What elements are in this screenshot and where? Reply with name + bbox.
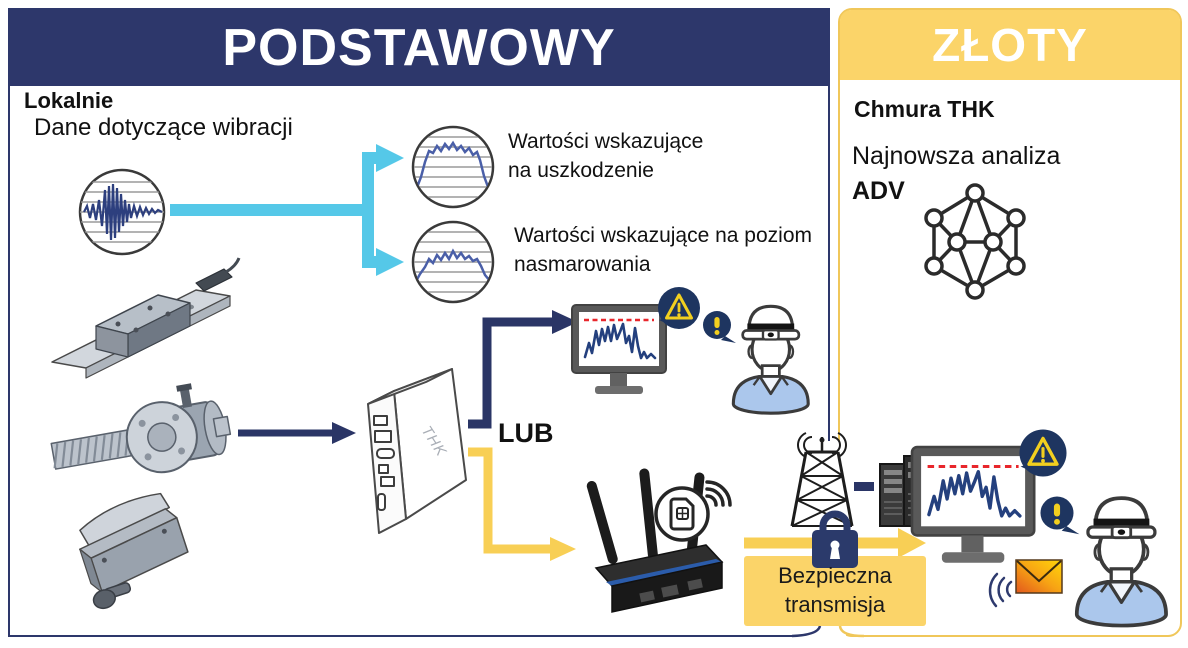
adv-label: ADV bbox=[852, 177, 905, 205]
damage-chart-icon bbox=[411, 125, 495, 209]
gold-plan-header: ZŁOTY bbox=[840, 10, 1180, 80]
vibration-data-label: Dane dotyczące wibracji bbox=[34, 114, 293, 141]
router-image bbox=[586, 468, 724, 613]
basic-plan-title: PODSTAWOWY bbox=[222, 19, 616, 77]
actuator-image bbox=[79, 492, 189, 610]
or-label: LUB bbox=[498, 418, 554, 448]
lm-guide-image bbox=[51, 257, 241, 379]
cloud-warning-triangle-bubble-icon bbox=[1017, 427, 1069, 479]
router-elbow-arrow bbox=[468, 447, 576, 561]
cloud-monitor-icon bbox=[910, 445, 1036, 565]
cell-tower-icon bbox=[790, 432, 854, 527]
latest-analysis-label: Najnowsza analiza bbox=[852, 142, 1061, 170]
data-flow-arrow bbox=[238, 422, 356, 444]
damage-caption: Wartości wskazujące na uszkodzenie bbox=[508, 130, 704, 182]
sim-wifi-icon bbox=[705, 480, 732, 507]
cyan-split-arrow bbox=[170, 144, 404, 276]
lubrication-chart-icon bbox=[411, 220, 495, 304]
ball-screw-image bbox=[50, 383, 232, 474]
tower-server-link bbox=[854, 482, 874, 491]
secure-transmission-label: Bezpieczna transmisja bbox=[778, 563, 892, 617]
email-signal-waves-icon bbox=[988, 572, 1013, 608]
network-analysis-icon bbox=[924, 183, 1026, 300]
local-section-label: Lokalnie bbox=[24, 88, 114, 113]
email-icon bbox=[1015, 559, 1063, 594]
basic-plan-header: PODSTAWOWY bbox=[10, 10, 828, 86]
alert-exclamation-bubble-icon bbox=[703, 311, 736, 343]
edge-device-image: THK bbox=[367, 368, 467, 534]
thk-cloud-label: Chmura THK bbox=[854, 96, 995, 122]
cloud-worker-icon bbox=[1074, 496, 1168, 628]
lubrication-caption: Wartości wskazujące na poziom nasmarowan… bbox=[514, 224, 812, 276]
secure-transmission-box bbox=[744, 556, 926, 626]
monitor-elbow-arrow bbox=[468, 310, 578, 429]
lock-icon bbox=[812, 510, 858, 568]
sim-card-icon bbox=[654, 486, 710, 542]
warning-triangle-bubble-icon bbox=[656, 285, 702, 331]
local-worker-icon bbox=[731, 304, 810, 415]
local-monitor-icon bbox=[570, 303, 668, 396]
gold-plan-title: ZŁOTY bbox=[932, 19, 1088, 71]
vibration-waveform-icon bbox=[78, 168, 166, 256]
cloud-alert-exclamation-bubble-icon bbox=[1040, 496, 1080, 535]
